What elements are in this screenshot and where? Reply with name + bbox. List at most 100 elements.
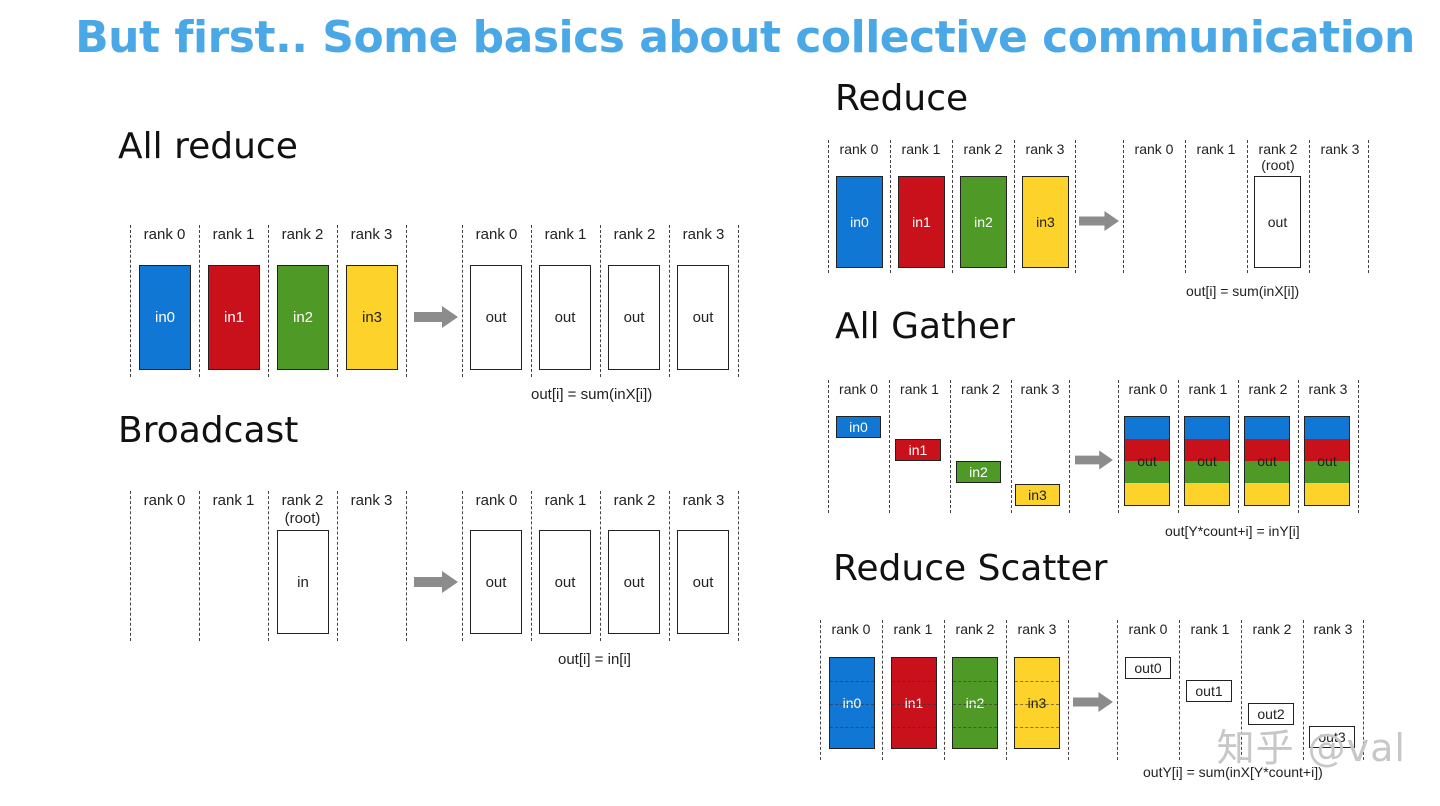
input-buffer: in3 [1022,176,1069,268]
input-buffer: in0 [139,265,191,370]
rank-label: rank 2 [1252,621,1292,637]
reduce-scatter-title: Reduce Scatter [833,548,1108,589]
input-buffer: in1 [898,176,945,268]
broadcast-title: Broadcast [118,410,299,451]
rank-label: rank 3 [1308,381,1348,397]
output-label: out [1197,453,1217,469]
input-buffer: in0 [836,176,883,268]
output-buffer: out [539,530,591,634]
rank-label: rank 2 [963,141,1003,157]
rank-label: rank 2 [961,381,1000,397]
rank-label: rank 1 [212,492,255,509]
rank-label: rank 0 [839,381,878,397]
rank-label: rank 3 [1320,141,1360,157]
rank-label: rank 0 [839,141,879,157]
rank-label: rank 3 [1020,381,1060,397]
reduce-scatter-formula: outY[i] = sum(inX[Y*count+i]) [1143,764,1323,780]
input-buffer: in2 [952,657,998,749]
input-label: in1 [904,695,924,711]
input-label: in0 [842,695,862,711]
rank-label: rank 2 [281,226,324,243]
output-buffer: out [1124,416,1170,506]
rank-label: rank 1 [544,226,587,243]
all-reduce-diagram: rank 0 rank 1 rank 2 rank 3 rank 0 rank … [130,225,740,377]
rank-label: rank 3 [1313,621,1353,637]
input-label: in2 [965,695,985,711]
rank-label: rank 3 [682,492,725,509]
rank-label: rank 1 [544,492,587,509]
root-label: (root) [1261,157,1295,173]
watermark: 知乎 @val [1216,726,1406,770]
rank-label: rank 2 [613,492,656,509]
arrow-icon [1073,692,1113,712]
reduce-title: Reduce [835,78,969,119]
root-label: (root) [284,510,321,527]
rank-label: rank 3 [1025,141,1065,157]
reduce-diagram: rank 0 rank 1 rank 2 rank 3 rank 0 rank … [828,140,1370,273]
rank-label: rank 3 [1017,621,1057,637]
rank-label: rank 2 [613,226,656,243]
rank-label: rank 2 [281,492,324,509]
output-buffer: out [1244,416,1290,506]
arrow-icon [1075,450,1113,470]
input-buffer: in3 [1014,657,1060,749]
output-chunk: out1 [1186,680,1232,702]
rank-label: rank 1 [212,226,255,243]
input-buffer: in1 [208,265,260,370]
rank-label: rank 1 [900,381,939,397]
rank-label: rank 0 [143,226,186,243]
output-label: out [1137,453,1157,469]
input-chunk: in2 [956,461,1001,483]
output-buffer: out [1254,176,1301,268]
rank-label: rank 3 [350,226,393,243]
input-buffer: in1 [891,657,937,749]
output-buffer: out [608,530,660,634]
rank-label: rank 1 [1190,621,1230,637]
rank-label: rank 3 [350,492,393,509]
output-buffer: out [1304,416,1350,506]
rank-label: rank 2 [1248,381,1288,397]
output-chunk: out0 [1125,657,1171,679]
input-buffer: in [277,530,329,634]
rank-label: rank 0 [475,226,518,243]
all-gather-title: All Gather [835,306,1015,347]
input-buffer: in3 [346,265,398,370]
output-chunk: out2 [1248,703,1294,725]
all-reduce-title: All reduce [118,126,298,167]
rank-label: rank 3 [682,226,725,243]
rank-label: rank 1 [901,141,941,157]
all-gather-diagram: rank 0 rank 1 rank 2 rank 3 rank 0 rank … [828,380,1360,513]
output-buffer: out [470,265,522,370]
input-buffer: in2 [277,265,329,370]
output-chunk: out3 [1309,726,1355,748]
broadcast-formula: out[i] = in[i] [558,651,631,668]
rank-label: rank 0 [1134,141,1174,157]
input-buffer: in2 [960,176,1007,268]
output-buffer: out [470,530,522,634]
input-chunk: in3 [1015,484,1060,506]
rank-label: rank 0 [831,621,871,637]
output-buffer: out [608,265,660,370]
rank-label: rank 2 [955,621,995,637]
arrow-icon [414,306,458,328]
rank-label: rank 0 [1128,621,1168,637]
input-buffer: in0 [829,657,875,749]
slide-title: But first.. Some basics about collective… [75,12,1415,63]
rank-label: rank 2 [1258,141,1298,157]
reduce-scatter-diagram: rank 0 rank 1 rank 2 rank 3 rank 0 rank … [820,620,1365,760]
input-chunk: in0 [836,416,881,438]
rank-label: rank 1 [1188,381,1228,397]
all-gather-formula: out[Y*count+i] = inY[i] [1165,523,1300,539]
output-label: out [1317,453,1337,469]
output-buffer: out [677,530,729,634]
input-label: in3 [1027,695,1047,711]
arrow-icon [414,571,458,593]
reduce-formula: out[i] = sum(inX[i]) [1186,283,1300,299]
output-label: out [1257,453,1277,469]
arrow-icon [1079,211,1119,231]
rank-label: rank 0 [1128,381,1168,397]
rank-label: rank 1 [893,621,933,637]
rank-label: rank 0 [475,492,518,509]
rank-label: rank 0 [143,492,186,509]
output-buffer: out [1184,416,1230,506]
